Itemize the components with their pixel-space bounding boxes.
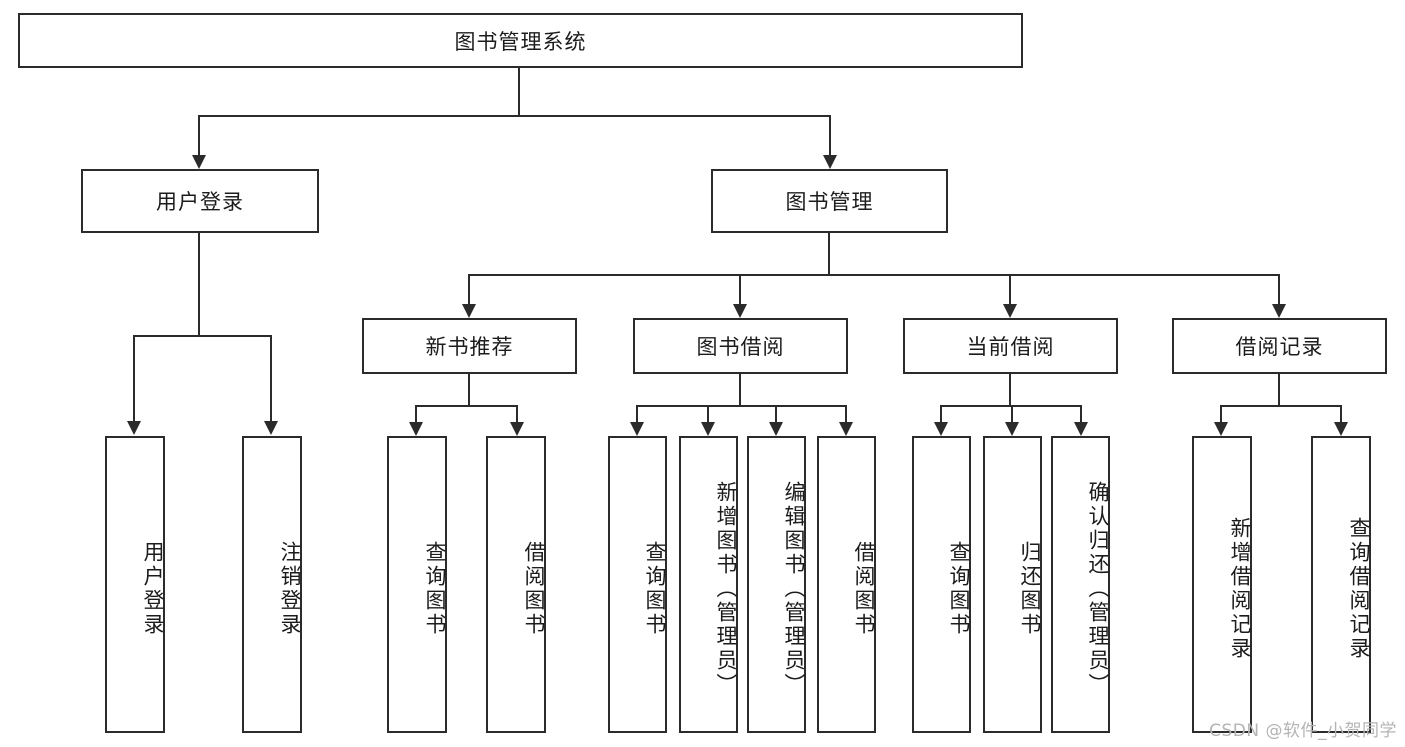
newbook-drop-0 bbox=[415, 405, 417, 422]
manage-arrow-1 bbox=[733, 304, 747, 318]
borrow-bar bbox=[637, 405, 847, 407]
borrow-drop-2 bbox=[775, 405, 777, 422]
borrow-drop-1 bbox=[707, 405, 709, 422]
current-arrow-1 bbox=[1005, 422, 1019, 436]
root-arrow-1 bbox=[823, 155, 837, 169]
manage-arrow-2 bbox=[1003, 304, 1017, 318]
login-bar bbox=[134, 335, 271, 337]
leaf-node-0-用户登录[interactable]: 用户登录 bbox=[105, 436, 165, 733]
level3-node-0-新书推荐-label: 新书推荐 bbox=[425, 335, 514, 359]
login-stem bbox=[198, 233, 200, 336]
root-drop-0 bbox=[198, 115, 200, 155]
manage-arrow-0 bbox=[462, 304, 476, 318]
current-stem bbox=[1009, 374, 1011, 406]
leaf-node-2-查询图书-label: 查询图书 bbox=[423, 540, 447, 637]
newbook-stem bbox=[468, 374, 470, 406]
manage-drop-1 bbox=[739, 274, 741, 304]
leaf-node-11-新增借阅记录-label: 新增借阅记录 bbox=[1228, 516, 1252, 661]
leaf-node-12-查询借阅记录-label: 查询借阅记录 bbox=[1347, 516, 1371, 661]
leaf-node-10-确认归还管理员[interactable]: 确认归还（管理员） bbox=[1051, 436, 1110, 733]
current-arrow-2 bbox=[1074, 422, 1088, 436]
level3-node-3-借阅记录[interactable]: 借阅记录 bbox=[1172, 318, 1387, 374]
current-drop-0 bbox=[940, 405, 942, 422]
leaf-node-3-借阅图书[interactable]: 借阅图书 bbox=[486, 436, 546, 733]
current-drop-2 bbox=[1080, 405, 1082, 422]
borrow-arrow-0 bbox=[630, 422, 644, 436]
current-drop-1 bbox=[1011, 405, 1013, 422]
borrow-drop-0 bbox=[636, 405, 638, 422]
leaf-node-7-借阅图书[interactable]: 借阅图书 bbox=[817, 436, 876, 733]
level3-node-3-借阅记录-label: 借阅记录 bbox=[1235, 335, 1324, 359]
root-arrow-0 bbox=[192, 155, 206, 169]
borrow-arrow-1 bbox=[701, 422, 715, 436]
leaf-node-8-查询图书-label: 查询图书 bbox=[947, 540, 971, 637]
login-arrow-1 bbox=[264, 421, 278, 435]
record-arrow-1 bbox=[1334, 422, 1348, 436]
root-bar bbox=[199, 115, 831, 117]
leaf-node-10-确认归还管理员-label: 确认归还（管理员） bbox=[1086, 480, 1110, 697]
leaf-node-6-编辑图书管理员[interactable]: 编辑图书（管理员） bbox=[747, 436, 806, 733]
current-arrow-0 bbox=[934, 422, 948, 436]
record-arrow-0 bbox=[1214, 422, 1228, 436]
newbook-bar bbox=[416, 405, 517, 407]
level2-node-1-图书管理[interactable]: 图书管理 bbox=[711, 169, 948, 233]
leaf-node-4-查询图书-label: 查询图书 bbox=[643, 540, 667, 637]
manage-stem bbox=[828, 233, 830, 275]
leaf-node-11-新增借阅记录[interactable]: 新增借阅记录 bbox=[1192, 436, 1252, 733]
login-arrow-0 bbox=[127, 421, 141, 435]
level2-node-0-用户登录[interactable]: 用户登录 bbox=[81, 169, 319, 233]
level3-node-2-当前借阅-label: 当前借阅 bbox=[966, 335, 1055, 359]
root-node-node-图书管理系统-label: 图书管理系统 bbox=[454, 29, 587, 54]
root-stem bbox=[518, 68, 520, 116]
leaf-node-2-查询图书[interactable]: 查询图书 bbox=[387, 436, 447, 733]
level2-node-1-图书管理-label: 图书管理 bbox=[785, 190, 874, 214]
manage-arrow-3 bbox=[1272, 304, 1286, 318]
level3-node-1-图书借阅-label: 图书借阅 bbox=[696, 335, 785, 359]
newbook-arrow-1 bbox=[510, 422, 524, 436]
record-drop-1 bbox=[1340, 405, 1342, 422]
leaf-node-3-借阅图书-label: 借阅图书 bbox=[522, 540, 546, 637]
level3-node-1-图书借阅[interactable]: 图书借阅 bbox=[633, 318, 848, 374]
record-stem bbox=[1278, 374, 1280, 406]
newbook-arrow-0 bbox=[409, 422, 423, 436]
manage-bar bbox=[469, 274, 1280, 276]
record-drop-0 bbox=[1220, 405, 1222, 422]
leaf-node-5-新增图书管理员-label: 新增图书（管理员） bbox=[714, 480, 738, 697]
leaf-node-1-注销登录-label: 注销登录 bbox=[278, 540, 302, 637]
root-node-node-图书管理系统[interactable]: 图书管理系统 bbox=[18, 13, 1023, 68]
borrow-drop-3 bbox=[845, 405, 847, 422]
login-drop-0 bbox=[133, 335, 135, 421]
borrow-arrow-3 bbox=[839, 422, 853, 436]
borrow-arrow-2 bbox=[769, 422, 783, 436]
newbook-drop-1 bbox=[516, 405, 518, 422]
manage-drop-2 bbox=[1009, 274, 1011, 304]
leaf-node-0-用户登录-label: 用户登录 bbox=[141, 540, 165, 637]
level3-node-0-新书推荐[interactable]: 新书推荐 bbox=[362, 318, 577, 374]
leaf-node-8-查询图书[interactable]: 查询图书 bbox=[912, 436, 971, 733]
level3-node-2-当前借阅[interactable]: 当前借阅 bbox=[903, 318, 1118, 374]
login-drop-1 bbox=[270, 335, 272, 421]
leaf-node-9-归还图书[interactable]: 归还图书 bbox=[983, 436, 1042, 733]
root-drop-1 bbox=[829, 115, 831, 155]
leaf-node-7-借阅图书-label: 借阅图书 bbox=[852, 540, 876, 637]
leaf-node-9-归还图书-label: 归还图书 bbox=[1018, 540, 1042, 637]
manage-drop-0 bbox=[468, 274, 470, 304]
leaf-node-6-编辑图书管理员-label: 编辑图书（管理员） bbox=[782, 480, 806, 697]
leaf-node-1-注销登录[interactable]: 注销登录 bbox=[242, 436, 302, 733]
leaf-node-12-查询借阅记录[interactable]: 查询借阅记录 bbox=[1311, 436, 1371, 733]
level2-node-0-用户登录-label: 用户登录 bbox=[156, 190, 244, 214]
manage-drop-3 bbox=[1278, 274, 1280, 304]
leaf-node-5-新增图书管理员[interactable]: 新增图书（管理员） bbox=[679, 436, 738, 733]
record-bar bbox=[1221, 405, 1341, 407]
leaf-node-4-查询图书[interactable]: 查询图书 bbox=[608, 436, 667, 733]
borrow-stem bbox=[739, 374, 741, 406]
